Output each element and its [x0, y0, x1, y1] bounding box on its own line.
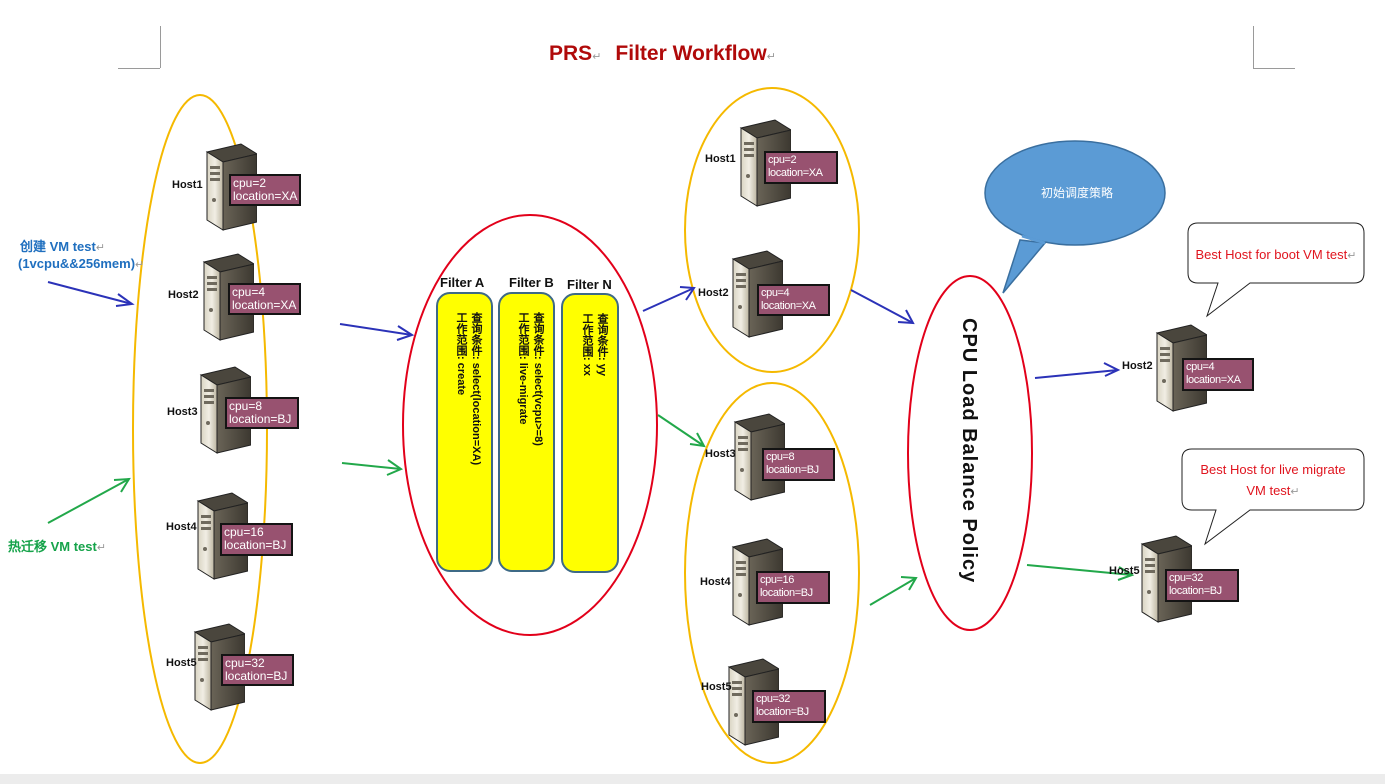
boot-callout — [1187, 222, 1365, 318]
policy-bubble-text: 初始调度策略 — [1040, 186, 1113, 200]
green-arrow — [869, 576, 918, 606]
policy-label: CPU Load Balance Policy — [958, 318, 980, 584]
filter-ellipse — [402, 214, 658, 636]
migrate-callout — [1181, 448, 1365, 546]
host-label: Host4 — [700, 576, 731, 588]
host-label: Host1 — [705, 153, 736, 165]
green-arrow — [1026, 564, 1135, 581]
host-label: Host2 — [698, 287, 729, 299]
filter-label: Filter A — [440, 275, 485, 290]
host-pool-ellipse — [132, 94, 268, 764]
blue-arrow — [47, 281, 135, 307]
create-result-ellipse — [684, 87, 860, 373]
page-title: PRS↵Filter Workflow↵ — [549, 42, 776, 66]
filter-box-b: 工作范围: live-migrate 查询条件: select(vcpu>=8) — [498, 292, 555, 572]
create-request-label: 创建 VM test↵ — [20, 239, 106, 254]
host-label: Host5 — [1109, 565, 1140, 577]
filter-scope-text: 工作范围: xx — [581, 313, 593, 376]
title-part-1: PRS — [549, 42, 593, 65]
paragraph-mark-icon: ↵ — [766, 51, 776, 63]
paragraph-mark-icon: ↵ — [592, 51, 602, 63]
crop-mark-right-vertical — [1253, 26, 1254, 68]
policy-speech-bubble — [984, 140, 1166, 294]
filter-scope-text: 工作范围: live-migrate — [517, 312, 529, 425]
create-request-spec: (1vcpu&&256mem)↵ — [18, 256, 145, 271]
host-label: Host4 — [166, 521, 197, 533]
green-arrow — [657, 414, 706, 448]
host-label: Host5 — [701, 681, 732, 693]
boot-callout-text: Best Host for boot VM test↵ — [1195, 247, 1357, 262]
arrow-group — [47, 281, 1135, 606]
host-label: Host3 — [705, 448, 736, 460]
crop-mark-right-horizontal — [1253, 68, 1295, 69]
filter-query-text: 查询条件: select(vcpu>=8) — [532, 312, 544, 446]
title-part-2: Filter Workflow — [615, 42, 767, 65]
filter-label: Filter B — [509, 275, 554, 290]
filter-query-text: 查询条件: yy — [596, 313, 608, 376]
host-label: Host2 — [168, 289, 199, 301]
status-strip — [0, 774, 1385, 784]
filter-box-n: 工作范围: xx 查询条件: yy — [561, 293, 619, 573]
filter-query-text: 查询条件: select(location=XA) — [470, 312, 482, 466]
green-arrow — [341, 459, 404, 476]
host-label: Host2 — [1122, 360, 1153, 372]
green-arrow — [47, 477, 131, 524]
filter-box-a: 工作范围: create 查询条件: select(location=XA) — [436, 292, 493, 572]
filter-label: Filter N — [567, 277, 612, 292]
policy-ellipse — [907, 275, 1033, 631]
host-label: Host1 — [172, 179, 203, 191]
migrate-result-ellipse — [684, 382, 860, 764]
crop-mark-left-horizontal — [118, 68, 160, 69]
blue-arrow — [1034, 362, 1121, 379]
host-label: Host3 — [167, 406, 198, 418]
host-label: Host5 — [166, 657, 197, 669]
filter-scope-text: 工作范围: create — [455, 312, 467, 396]
blue-arrow — [642, 286, 696, 312]
blue-arrow — [339, 323, 415, 341]
migrate-request-label: 热迁移 VM test↵ — [8, 539, 107, 554]
blue-arrow — [850, 289, 915, 325]
crop-mark-left-vertical — [160, 26, 161, 68]
